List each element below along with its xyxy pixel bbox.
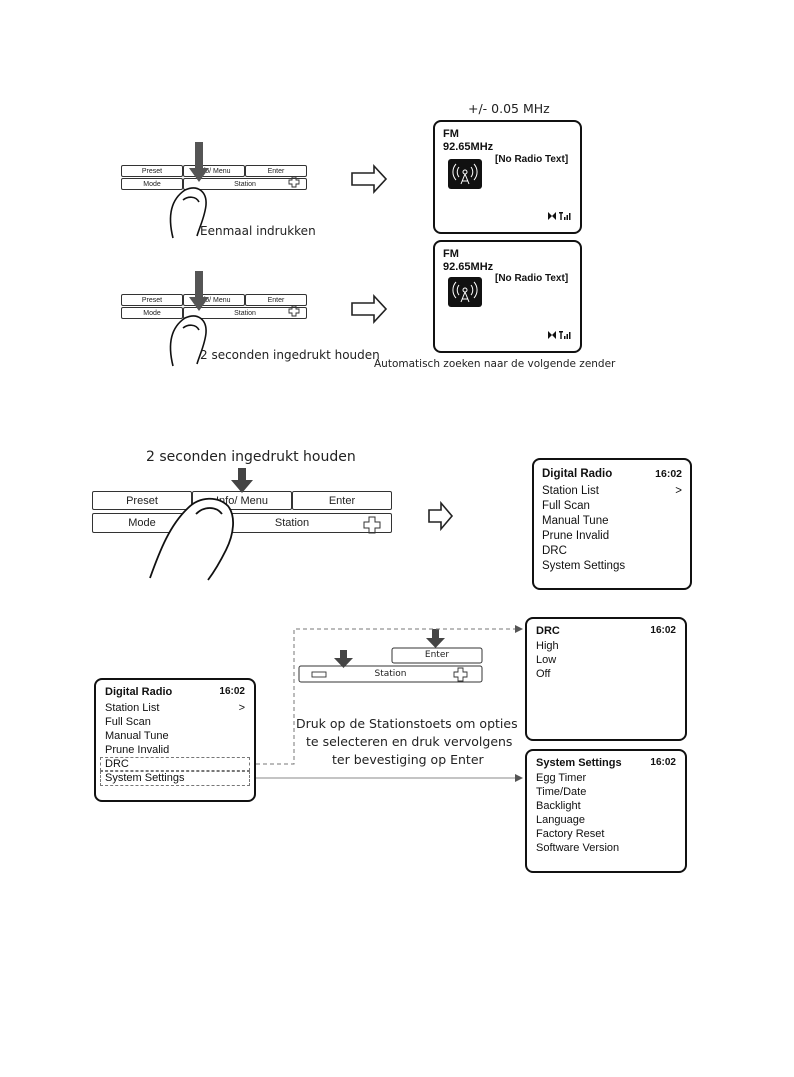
dab-illustration: [149, 468, 523, 782]
signal-strength-icon: [548, 208, 572, 226]
settings-item-backlight[interactable]: Backlight: [536, 800, 581, 812]
menu-item-system-settings[interactable]: System Settings: [105, 772, 185, 784]
press-arrow-icon: [334, 650, 353, 668]
chevron-right-icon: >: [675, 485, 682, 497]
menu-item-drc[interactable]: DRC: [105, 758, 129, 770]
hold-caption-fm: 2 seconden ingedrukt houden: [200, 348, 380, 362]
settings-time: 16:02: [650, 757, 676, 768]
drc-screen: DRC 16:02 High Low Off: [525, 617, 687, 741]
menu-time: 16:02: [219, 686, 245, 697]
menu-item-station-list[interactable]: Station List: [105, 702, 160, 714]
station-button[interactable]: Station: [183, 307, 307, 319]
menu-title: Digital Radio: [542, 468, 613, 480]
fm-illustration: [169, 142, 388, 367]
press-arrow-icon: [189, 142, 209, 182]
radio-signal-icon: [448, 159, 482, 189]
band-label: FM: [443, 128, 459, 140]
right-arrow-icon: [351, 163, 388, 195]
left-menu-screen: Digital Radio 16:02 Station List > Full …: [94, 678, 256, 802]
enter-button[interactable]: Enter: [245, 294, 307, 306]
menu-item-full-scan[interactable]: Full Scan: [542, 500, 590, 512]
hold-caption-dab: 2 seconden ingedrukt houden: [146, 449, 356, 465]
station-button[interactable]: Station: [183, 178, 307, 190]
preset-button[interactable]: Preset: [121, 165, 183, 177]
tolerance-label: +/- 0.05 MHz: [468, 101, 550, 116]
auto-scan-caption: Automatisch zoeken naar de volgende zend…: [374, 358, 616, 370]
station-button[interactable]: Station: [192, 513, 392, 533]
radio-signal-icon: [448, 277, 482, 307]
plus-icon: [288, 176, 300, 317]
mode-button[interactable]: Mode: [121, 307, 183, 319]
menu-item-full-scan[interactable]: Full Scan: [105, 716, 151, 728]
system-settings-highlight: [100, 771, 250, 786]
settings-item-egg-timer[interactable]: Egg Timer: [536, 772, 587, 784]
menu-title: Digital Radio: [105, 686, 173, 698]
mini-enter-label: Enter: [424, 650, 450, 660]
instruction-line-2: te selecteren en druk vervolgens: [306, 734, 513, 749]
menu-item-manual-tune[interactable]: Manual Tune: [105, 730, 169, 742]
fm-screen-1: FM 92.65MHz [No Radio Text]: [433, 120, 582, 234]
finger-icon: [149, 497, 234, 581]
menu-time: 16:02: [655, 468, 682, 480]
plus-icon: [363, 516, 381, 534]
enter-button[interactable]: Enter: [292, 491, 392, 510]
drc-time: 16:02: [650, 625, 676, 636]
drc-title: DRC: [536, 625, 560, 637]
right-arrow-icon: [351, 293, 388, 325]
instruction-line-1: Druk op de Stationstoets om opties: [296, 716, 518, 731]
single-press-caption: Eenmaal indrukken: [200, 224, 316, 238]
drc-option-off[interactable]: Off: [536, 668, 551, 680]
right-arrow-icon: [428, 500, 454, 532]
station-label: Station: [274, 517, 310, 529]
settings-title: System Settings: [536, 757, 622, 769]
finger-icon: [169, 315, 207, 367]
drc-option-high[interactable]: High: [536, 640, 559, 652]
menu-item-prune-invalid[interactable]: Prune Invalid: [542, 530, 610, 542]
instruction-line-3: ter bevestiging op Enter: [332, 752, 484, 767]
settings-item-time-date[interactable]: Time/Date: [536, 786, 587, 798]
dashed-connector: [249, 628, 515, 765]
settings-item-software-version[interactable]: Software Version: [536, 842, 620, 854]
band-label: FM: [443, 248, 459, 260]
menu-item-prune-invalid[interactable]: Prune Invalid: [105, 744, 170, 756]
menu-item-drc[interactable]: DRC: [542, 545, 567, 557]
arrowhead-icon: [515, 625, 523, 633]
frequency-label: 92.65MHz: [443, 141, 494, 153]
drc-highlight: [100, 757, 250, 771]
arrowhead-icon: [515, 774, 523, 782]
settings-item-language[interactable]: Language: [536, 814, 585, 826]
frequency-label: 92.65MHz: [443, 261, 494, 273]
mode-button[interactable]: Mode: [92, 513, 192, 533]
mode-button[interactable]: Mode: [121, 178, 183, 190]
mini-control-panel: [298, 647, 483, 683]
mini-station-label: Station: [374, 669, 407, 679]
digital-radio-menu-screen: Digital Radio 16:02 Station List > Full …: [532, 458, 692, 590]
fm-screen-2: FM 92.65MHz [No Radio Text]: [433, 240, 582, 353]
press-arrow-icon: [426, 629, 445, 648]
press-arrow-icon: [189, 271, 209, 311]
finger-icon: [169, 187, 207, 239]
preset-button[interactable]: Preset: [92, 491, 192, 510]
system-settings-screen: System Settings 16:02 Egg Timer Time/Dat…: [525, 749, 687, 873]
radio-text: [No Radio Text]: [495, 273, 569, 284]
menu-item-manual-tune[interactable]: Manual Tune: [542, 515, 609, 527]
signal-strength-icon: [548, 327, 572, 345]
station-label: Station: [234, 310, 256, 317]
station-label: Station: [234, 181, 256, 188]
menu-item-system-settings[interactable]: System Settings: [542, 560, 626, 572]
press-arrow-icon: [231, 468, 253, 493]
menu-item-station-list[interactable]: Station List: [542, 485, 599, 497]
radio-text: [No Radio Text]: [495, 154, 569, 165]
drc-option-low[interactable]: Low: [536, 654, 557, 666]
enter-button[interactable]: Enter: [245, 165, 307, 177]
settings-item-factory-reset[interactable]: Factory Reset: [536, 828, 605, 840]
preset-button[interactable]: Preset: [121, 294, 183, 306]
chevron-right-icon: >: [238, 702, 245, 714]
